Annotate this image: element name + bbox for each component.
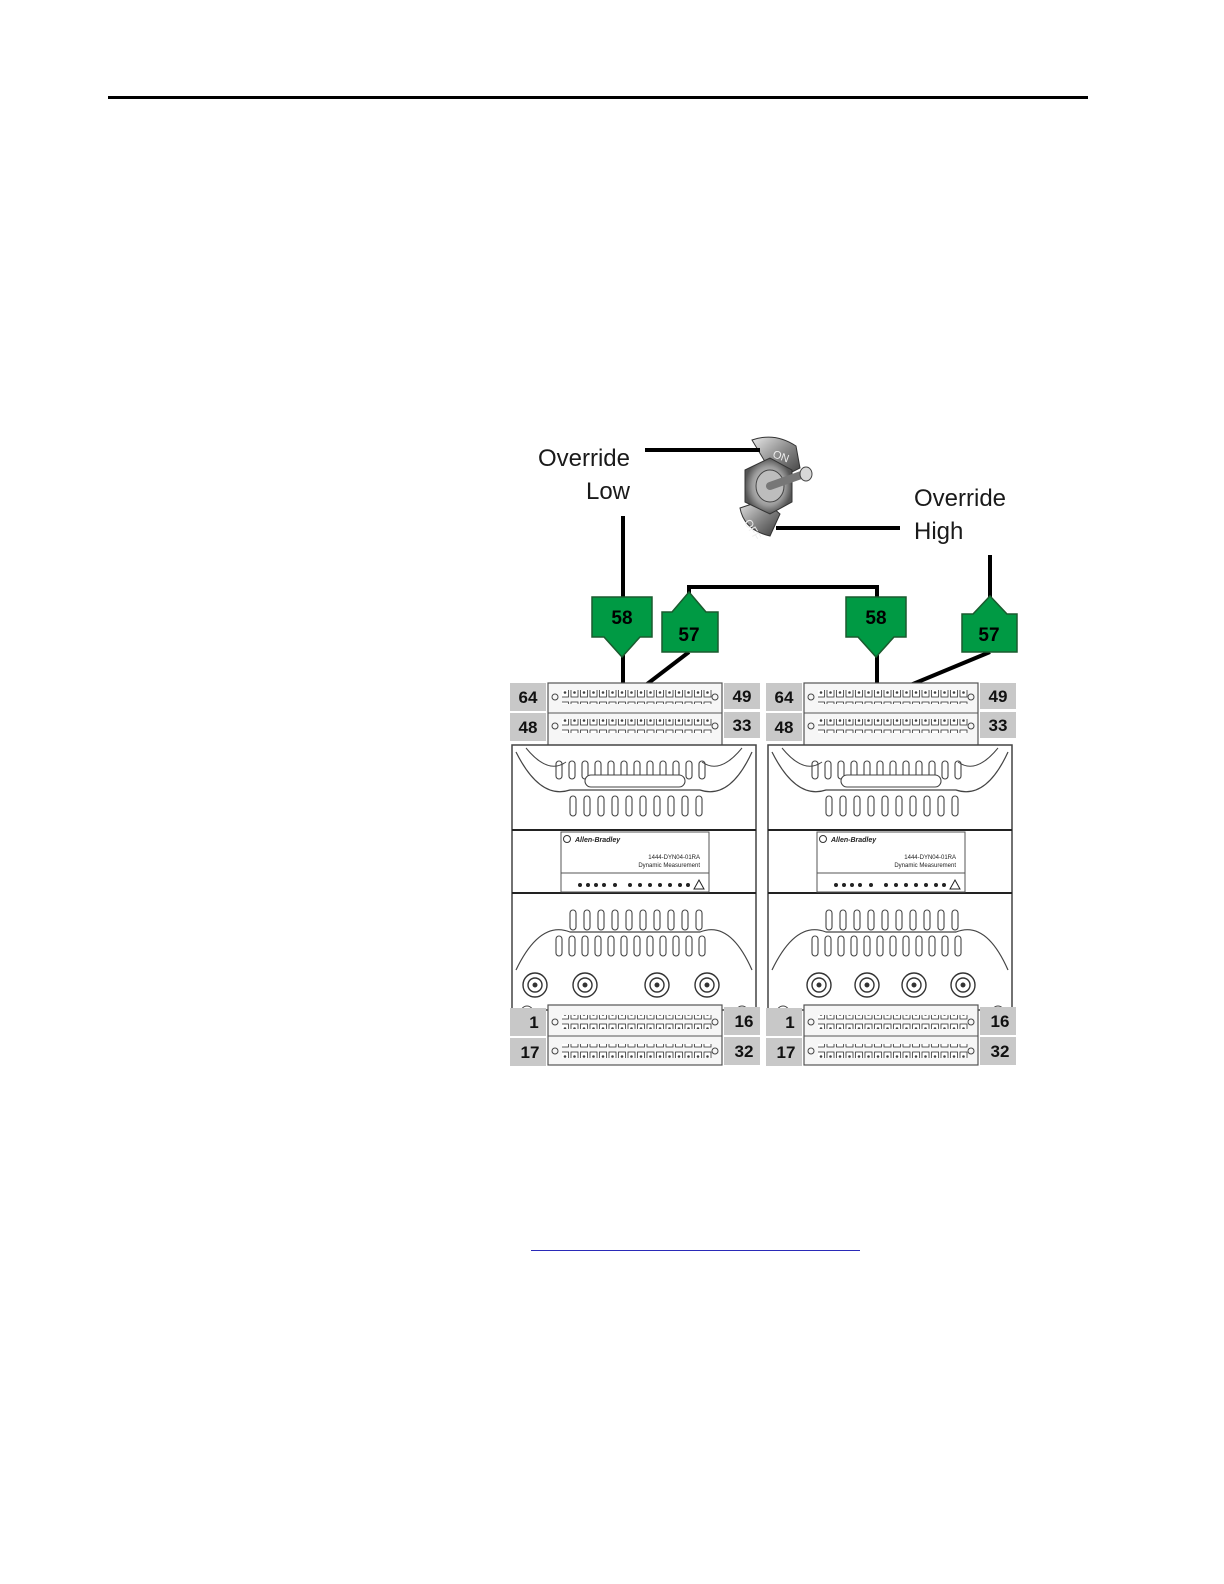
right-terminal-49: 49: [989, 687, 1008, 706]
right-terminal-16: 16: [991, 1012, 1010, 1031]
arrow-57-left-label: 57: [678, 625, 699, 646]
left-model: 1444-DYN04-01RA: [648, 855, 700, 861]
arrow-58-right: 58: [846, 597, 906, 657]
override-low-label-line1: Override: [538, 445, 630, 472]
override-low-label-line2: Low: [586, 478, 631, 505]
module-right: 64 49 48 33 Allen-Bradley: [766, 683, 1016, 1066]
left-terminal-49: 49: [733, 687, 752, 706]
arrow-58-left-label: 58: [611, 608, 632, 629]
left-terminal-33: 33: [733, 716, 752, 735]
arrow-57-left: 57: [662, 592, 718, 652]
override-high-label-line1: Override: [914, 485, 1006, 512]
left-terminal-17: 17: [521, 1043, 540, 1062]
module-left: 64 49 48 33 Al: [510, 683, 760, 1066]
left-terminal-48: 48: [519, 718, 538, 737]
right-terminal-64: 64: [775, 688, 794, 707]
arrow-58-right-label: 58: [865, 608, 886, 629]
left-brand: Allen-Bradley: [574, 837, 621, 844]
left-terminal-1: 1: [529, 1013, 538, 1032]
arrow-57-right-label: 57: [978, 625, 999, 646]
right-model: 1444-DYN04-01RA: [904, 855, 956, 861]
right-terminal-33: 33: [989, 716, 1008, 735]
left-terminal-16: 16: [735, 1012, 754, 1031]
left-desc: Dynamic Measurement: [638, 863, 700, 869]
left-terminal-64: 64: [519, 688, 538, 707]
right-terminal-32: 32: [991, 1042, 1010, 1061]
right-brand: Allen-Bradley: [830, 837, 877, 844]
left-terminal-32: 32: [735, 1042, 754, 1061]
override-high-label-line2: High: [914, 518, 963, 545]
right-terminal-1: 1: [785, 1013, 794, 1032]
right-terminal-48: 48: [775, 718, 794, 737]
arrow-57-right: 57: [962, 596, 1017, 652]
right-desc: Dynamic Measurement: [894, 863, 956, 869]
arrow-58-left: 58: [592, 597, 652, 657]
right-terminal-17: 17: [777, 1043, 796, 1062]
